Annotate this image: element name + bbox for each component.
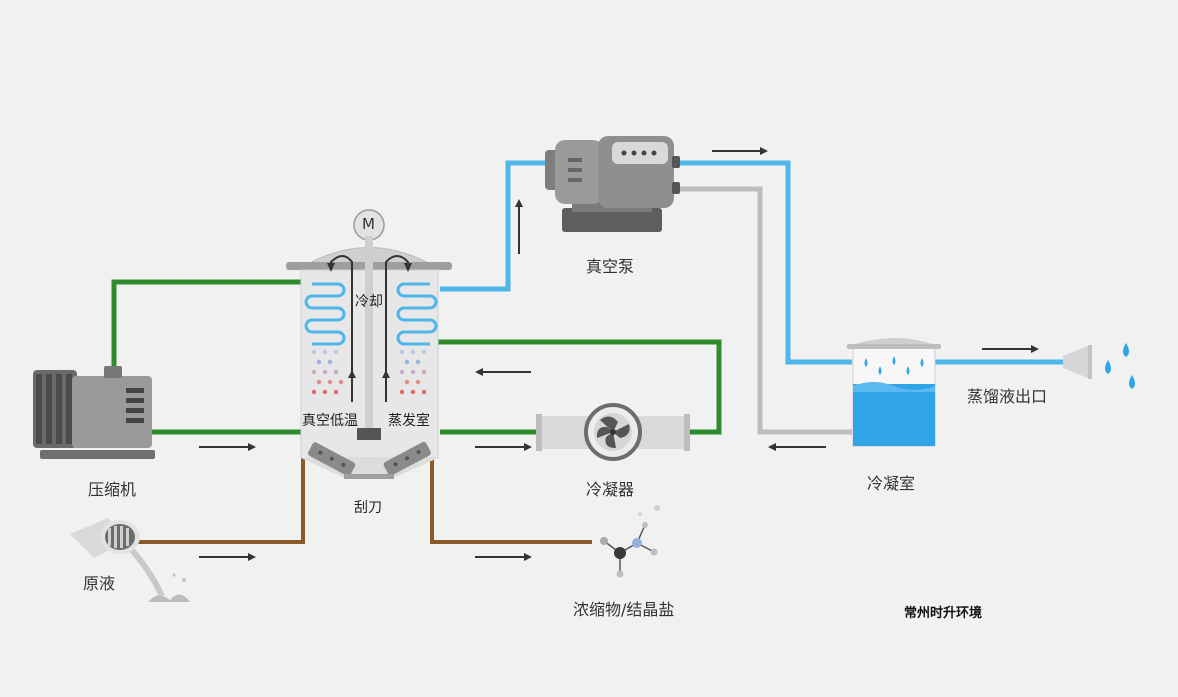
cooling-coil-left bbox=[304, 282, 346, 346]
evaporation-chamber-label: 蒸发室 bbox=[388, 413, 430, 429]
flow-arrows bbox=[199, 147, 1039, 561]
arrow-right-icon bbox=[712, 147, 768, 155]
distillate-outlet-label: 蒸馏液出口 bbox=[967, 387, 1048, 406]
grey-pipe bbox=[676, 186, 852, 435]
vapor-dots bbox=[311, 349, 427, 395]
molecule-icon bbox=[600, 505, 660, 578]
compressor-label: 压缩机 bbox=[88, 480, 137, 499]
cooling-label: 冷却 bbox=[355, 294, 383, 310]
concentrate-label: 浓缩物/结晶盐 bbox=[573, 600, 675, 619]
green-pipe-upper bbox=[111, 279, 305, 372]
arrow-right-icon bbox=[475, 443, 532, 451]
blue-pipe-to-pump bbox=[440, 160, 548, 292]
outlet-nozzle bbox=[1063, 345, 1092, 379]
condensate-chamber bbox=[847, 338, 941, 447]
raw-liquid-drum bbox=[70, 518, 190, 602]
condenser bbox=[536, 403, 690, 461]
low-temp-vacuum-label: 真空低温 bbox=[302, 413, 358, 429]
condenser-label: 冷凝器 bbox=[586, 480, 635, 499]
vacuum-pump bbox=[545, 136, 680, 232]
green-pipe-return bbox=[432, 339, 722, 435]
cooling-coil-right bbox=[396, 282, 438, 346]
motor-label: M bbox=[362, 215, 375, 233]
arrow-right-icon bbox=[475, 553, 532, 561]
water-drop-icon bbox=[1105, 343, 1135, 389]
blue-pipe-to-condensate bbox=[676, 160, 852, 365]
brown-pipe-concentrate bbox=[430, 458, 592, 544]
scraper-blade-left bbox=[307, 442, 356, 476]
arrow-right-icon bbox=[982, 345, 1039, 353]
vacuum-pump-label: 真空泵 bbox=[586, 257, 635, 276]
brown-pipe-raw bbox=[128, 458, 305, 544]
arrow-right-icon bbox=[199, 443, 256, 451]
arrow-up-icon bbox=[515, 199, 523, 254]
arrow-left-icon bbox=[768, 443, 826, 451]
scraper-blade-right bbox=[383, 441, 431, 476]
fan-icon bbox=[596, 416, 630, 448]
evaporator bbox=[286, 209, 452, 479]
condensate-chamber-label: 冷凝室 bbox=[867, 474, 916, 493]
raw-liquid-label: 原液 bbox=[83, 574, 116, 593]
watermark: 常州时升环境 bbox=[904, 606, 983, 621]
compressor bbox=[33, 366, 155, 459]
arrow-left-icon bbox=[475, 368, 531, 376]
arrow-right-icon bbox=[199, 553, 256, 561]
scraper-label: 刮刀 bbox=[354, 500, 382, 516]
